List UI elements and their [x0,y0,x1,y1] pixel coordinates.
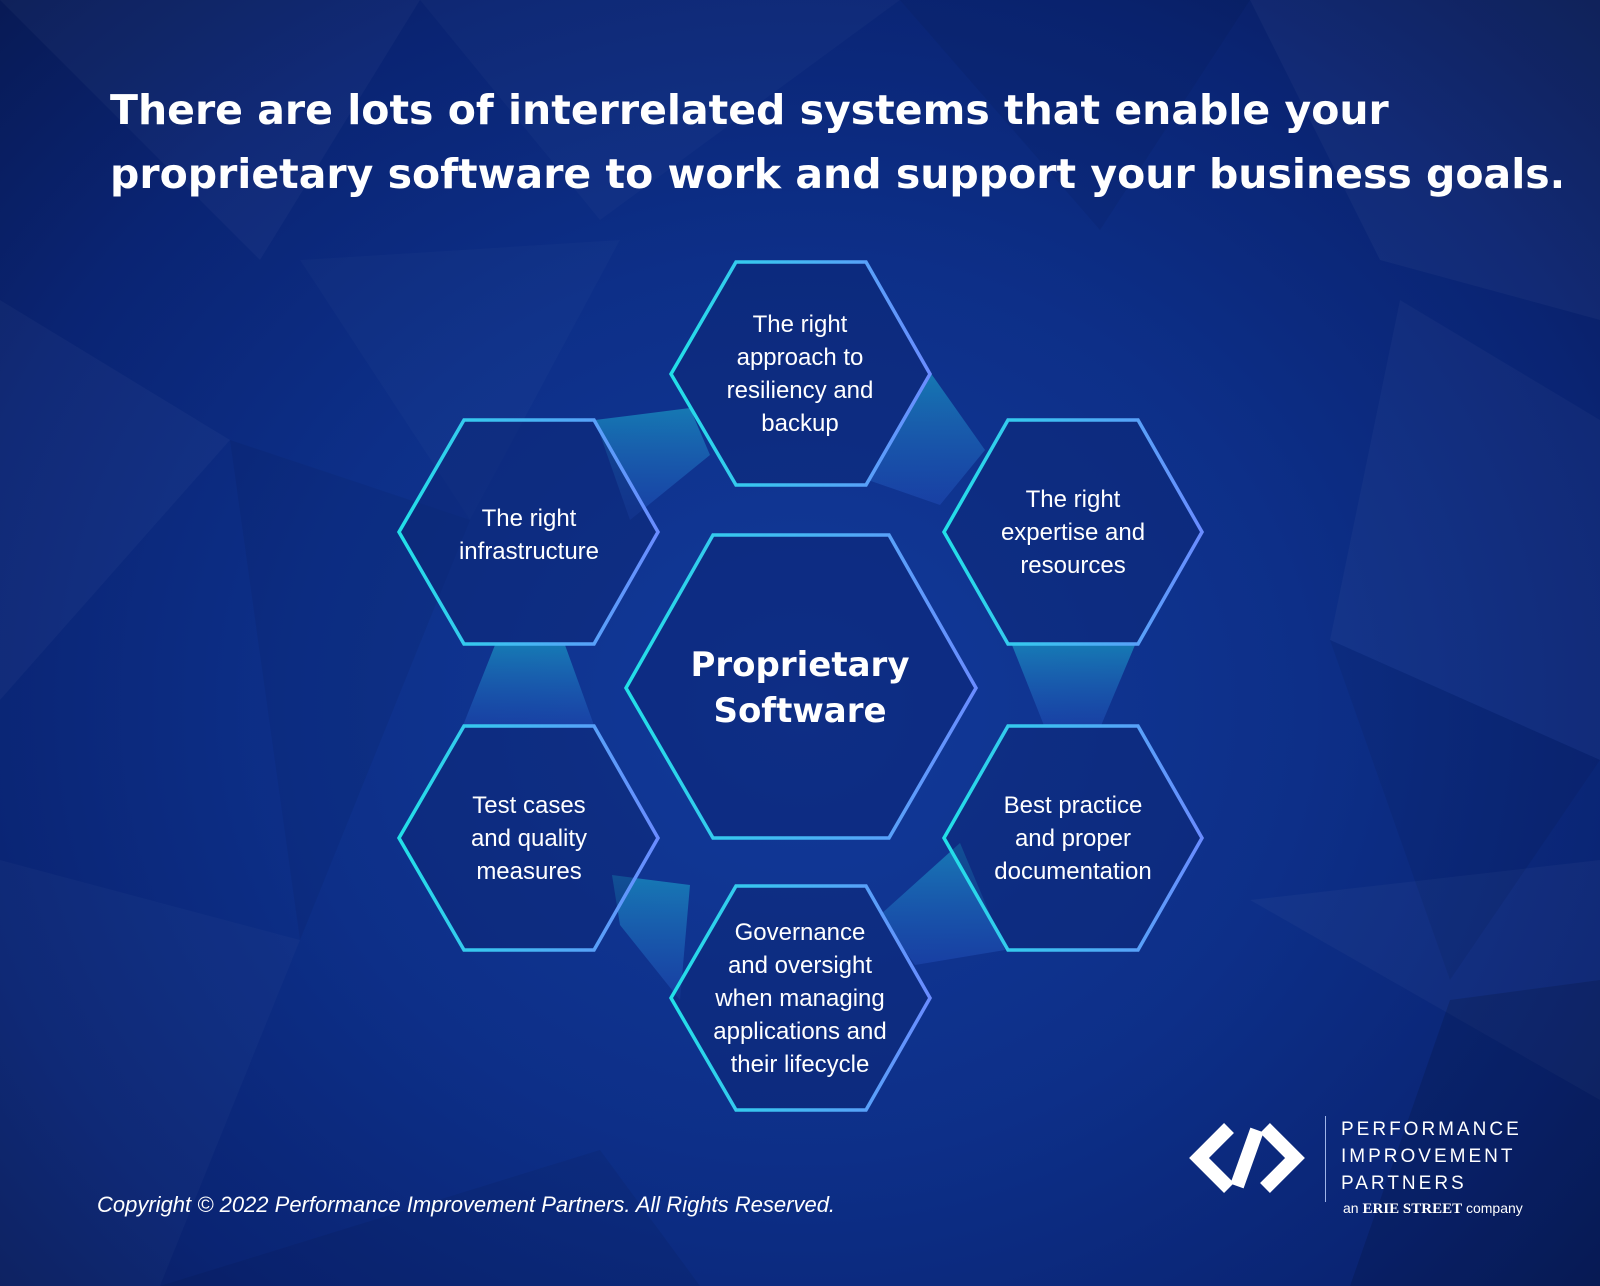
hex-label-line: and quality [470,824,588,852]
connector-resiliency-expertise [868,372,985,505]
hex-node-expertise [941,418,1205,646]
hex-label-governance: Governance and oversight when managing a… [675,910,925,1086]
pip-chain-logo-icon [1189,1123,1305,1193]
hex-label-line: expertise and [1000,518,1146,546]
headline-line-2: proprietary software to work and support… [110,150,1566,198]
hex-label-line: infrastructure [458,538,600,565]
connector-expertise-documentation [1012,645,1135,728]
hex-label-line: backup [761,410,839,437]
connector-documentation-governance [880,843,1005,965]
hex-label-documentation: Best practice and proper documentation [953,776,1193,900]
logo-wordmark: PERFORMANCE IMPROVEMENT PARTNERS [1341,1116,1522,1197]
hex-label-line: The right [1025,485,1121,513]
logo-divider [1325,1116,1326,1202]
company-logo: PERFORMANCE IMPROVEMENT PARTNERS an ERIE… [1185,1112,1585,1222]
logo-parent-suffix: company [1465,1200,1523,1216]
hex-label-line: The right [481,505,577,532]
connector-testing-infrastructure [462,645,595,728]
logo-line-3: PARTNERS [1341,1173,1467,1194]
hex-node-testing [396,724,661,952]
center-label-line-2: Software [713,691,887,731]
hex-label-line: their lifecycle [730,1050,870,1078]
logo-line-2: IMPROVEMENT [1341,1146,1516,1167]
connector-governance-testing [612,875,690,1000]
headline-line-1: There are lots of interrelated systems t… [110,86,1389,134]
hex-node-infrastructure [396,418,661,646]
hex-node-resiliency [668,260,933,487]
hex-label-line: approach to [736,344,864,371]
center-hex-label: Proprietary Software [650,620,950,756]
hex-label-line: resiliency and [726,377,874,404]
center-label-line-1: Proprietary [690,645,910,685]
hex-label-line: The right [752,311,848,338]
hex-node-documentation [941,724,1205,952]
headline: There are lots of interrelated systems t… [110,78,1566,206]
logo-parent-name: ERIE STREET [1362,1201,1463,1217]
hex-label-line: Governance [734,918,866,946]
hex-node-governance [668,884,933,1112]
hex-label-line: Best practice [1003,791,1143,819]
hex-label-line: and oversight [727,951,873,979]
hex-label-line: documentation [994,857,1152,885]
hex-label-expertise: The right expertise and resources [953,470,1193,594]
copyright-notice: Copyright © 2022 Performance Improvement… [97,1192,836,1217]
hex-label-line: and proper [1014,824,1132,852]
logo-parent-prefix: an [1343,1200,1359,1216]
hex-label-infrastructure: The right infrastructure [409,490,649,580]
hex-label-line: resources [1020,551,1126,579]
hex-label-testing: Test cases and quality measures [409,776,649,900]
hex-label-line: Test cases [472,791,586,819]
hex-label-line: measures [476,857,582,885]
hex-center [623,533,979,840]
logo-line-1: PERFORMANCE [1341,1119,1522,1140]
hex-label-resiliency: The right approach to resiliency and bac… [680,300,920,448]
logo-parent-company: an ERIE STREET company [1343,1200,1523,1218]
hex-label-line: when managing [715,984,885,1012]
hex-label-line: applications and [713,1017,887,1045]
